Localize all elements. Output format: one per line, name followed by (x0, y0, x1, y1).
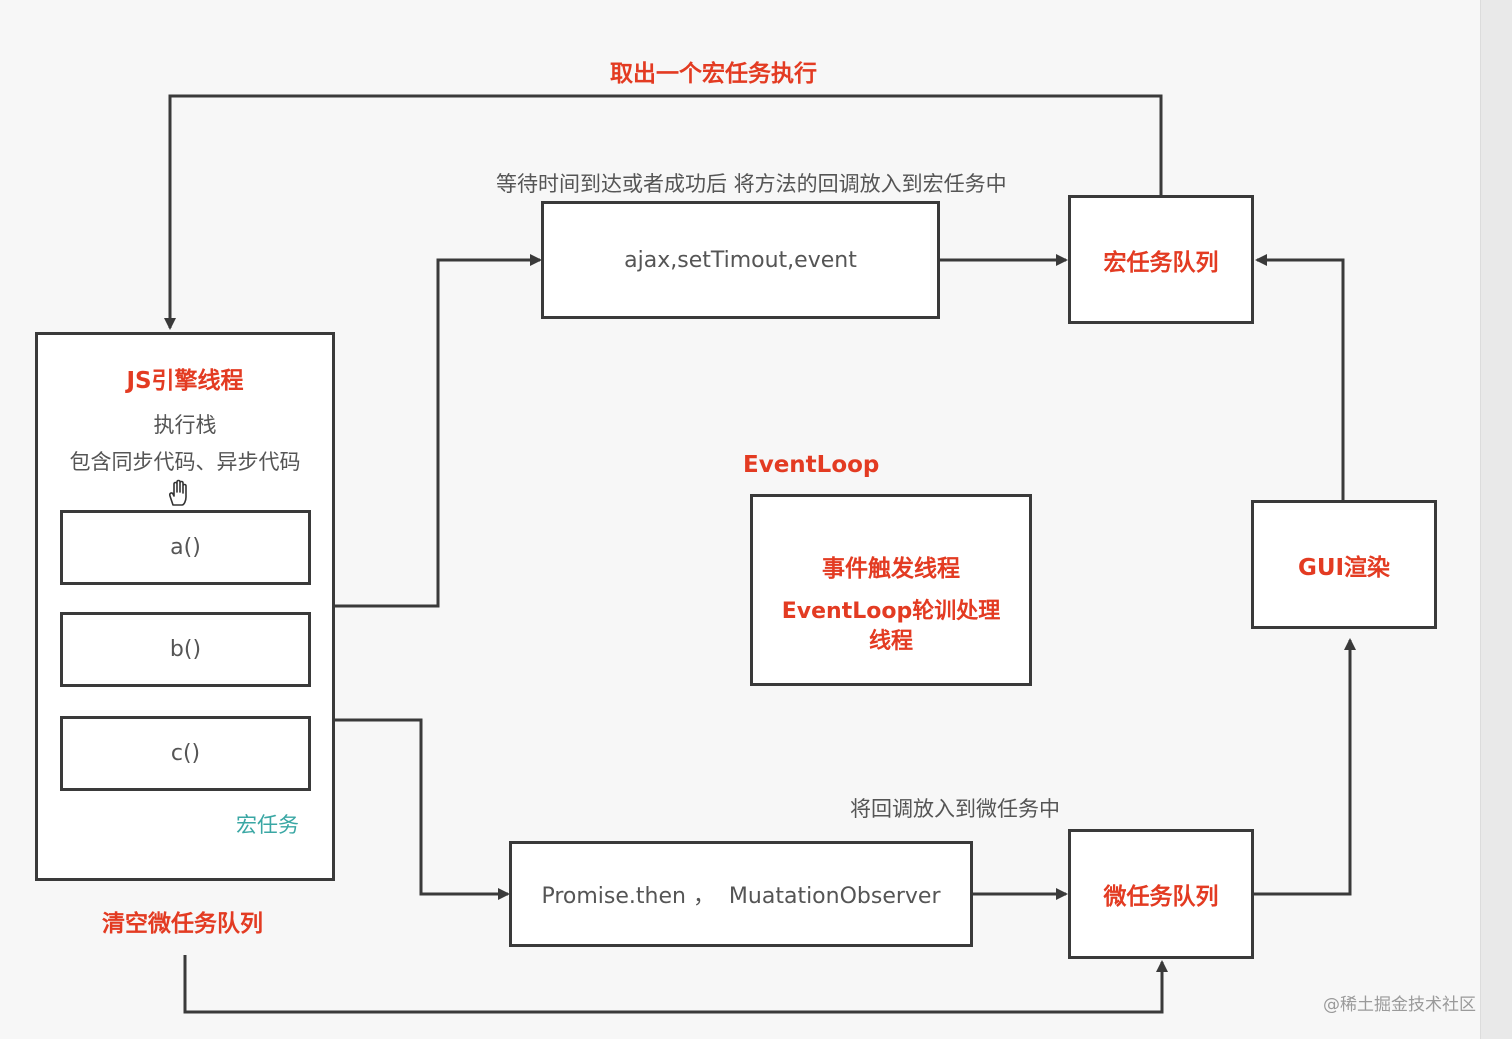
arrow-micro-to-gui (1254, 638, 1356, 896)
macro-task-queue-label: 宏任务队列 (1103, 249, 1219, 276)
js-engine-title: JS引擎线程 (126, 368, 244, 394)
stack-frame-b: b() (60, 612, 311, 687)
gui-render-box: GUI渲染 (1251, 500, 1437, 629)
call-stack-label: 执行栈 (153, 413, 217, 437)
watermark: @稀土掘金技术社区 (1323, 995, 1476, 1015)
micro-apis-label: Promise.then ， MuatationObserver (541, 884, 941, 909)
micro-task-queue-box: 微任务队列 (1068, 829, 1254, 959)
event-trigger-thread-box: 事件触发线程 EventLoop轮训处理 线程 (750, 494, 1032, 686)
gui-render-label: GUI渲染 (1297, 554, 1391, 581)
js-engine-thread-box: JS引擎线程 执行栈 包含同步代码、异步代码 a() b() c() 宏任务 (35, 332, 335, 881)
event-thread-line1: 事件触发线程 (822, 556, 960, 582)
label-take-macro: 取出一个宏任务执行 (610, 61, 817, 87)
async-apis-label: ajax,setTimout,event (624, 247, 857, 273)
stack-frame-c: c() (60, 716, 311, 791)
stack-frame-c-label: c() (170, 741, 201, 766)
stack-frame-a-label: a() (170, 535, 201, 560)
label-wait-note: 等待时间到达或者成功后 将方法的回调放入到宏任务中 (496, 172, 1007, 196)
scrollbar[interactable] (1480, 0, 1512, 1039)
macro-task-tag: 宏任务 (236, 813, 299, 837)
hand-cursor-icon (169, 479, 187, 506)
arrow-gui-to-macro (1255, 254, 1345, 500)
micro-task-queue-label: 微任务队列 (1103, 884, 1219, 910)
macro-task-queue-box: 宏任务队列 (1068, 195, 1254, 324)
arrow-to-async-apis (335, 254, 542, 608)
arrow-clear-micro (183, 955, 1168, 1014)
micro-apis-box: Promise.then ， MuatationObserver (509, 841, 973, 947)
event-thread-line2: EventLoop轮训处理 (781, 599, 1001, 624)
async-apis-box: ajax,setTimout,event (541, 201, 940, 319)
arrow-take-macro (164, 94, 1163, 330)
stack-frame-a: a() (60, 510, 311, 585)
label-micro-note: 将回调放入到微任务中 (850, 797, 1060, 821)
arrow-to-micro-apis (335, 718, 510, 900)
label-clear-micro: 清空微任务队列 (102, 911, 263, 937)
label-eventloop: EventLoop (743, 452, 880, 478)
event-thread-line3: 线程 (868, 629, 913, 654)
js-engine-description: 包含同步代码、异步代码 (69, 450, 301, 474)
stack-frame-b-label: b() (169, 637, 202, 662)
